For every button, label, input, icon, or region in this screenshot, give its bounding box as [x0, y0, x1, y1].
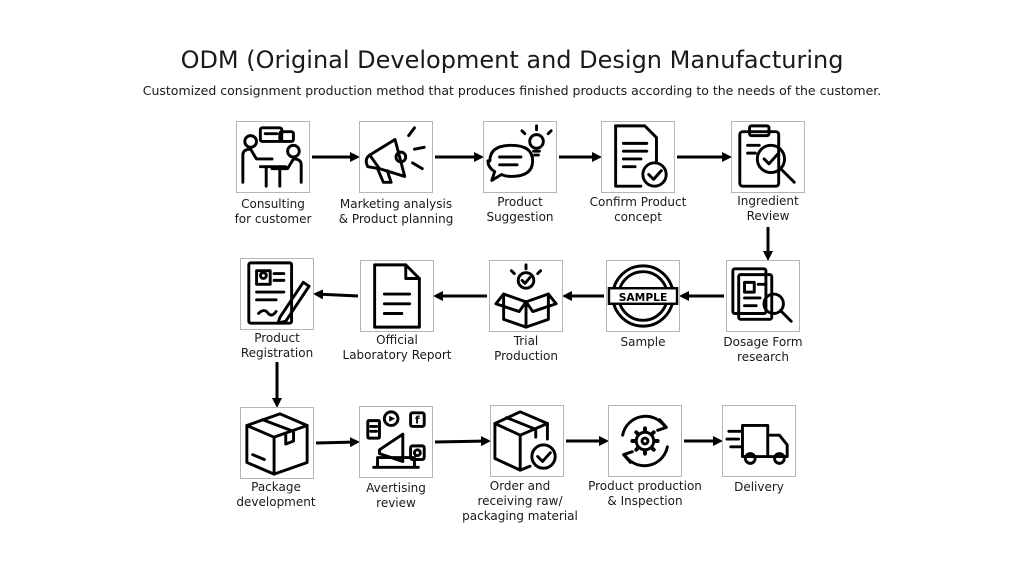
step-trial-box — [489, 260, 563, 332]
document-check-icon — [614, 124, 668, 188]
gear-cycle-icon — [621, 414, 669, 468]
step-sample-box: SAMPLE — [606, 260, 680, 332]
box-check-icon — [493, 410, 557, 472]
social-f-icon: f — [415, 414, 420, 427]
step-production-label: Product production& Inspection — [588, 479, 702, 508]
step-registration-box — [240, 258, 314, 330]
open-box-icon — [494, 263, 558, 329]
package-box-icon — [245, 412, 309, 476]
advertising-laptop-icon: f — [366, 410, 426, 469]
registration-form-icon — [247, 261, 311, 325]
flow-arrow-lab-report-to-registration — [313, 289, 359, 300]
step-marketing-label: Marketing analysis& Product planning — [338, 197, 454, 226]
megaphone-icon — [364, 126, 426, 184]
step-delivery-label: Delivery — [734, 480, 784, 494]
idea-bubble-icon — [486, 124, 553, 182]
step-advertising-box: f — [359, 406, 433, 478]
documents-magnifier-icon — [731, 267, 793, 323]
step-production-box — [608, 405, 682, 477]
step-sample-label: Sample — [620, 335, 666, 349]
consulting-icon — [241, 126, 303, 188]
page-title: ODM (Original Development and Design Man… — [180, 46, 844, 74]
stamp-text: SAMPLE — [619, 291, 668, 304]
sample-stamp-icon: SAMPLE — [607, 264, 679, 328]
step-ingredient-box — [731, 121, 805, 193]
step-order-box — [490, 405, 564, 477]
step-package-box — [240, 407, 314, 479]
step-lab-report-box — [360, 260, 434, 332]
step-suggestion-box — [483, 121, 557, 193]
flow-arrow-advertising-to-order — [434, 436, 491, 447]
step-marketing-box — [359, 121, 433, 193]
step-delivery-box — [722, 405, 796, 477]
document-icon — [373, 263, 421, 329]
step-dosage-box — [726, 260, 800, 332]
clipboard-search-icon — [738, 124, 796, 188]
page-subtitle: Customized consignment production method… — [142, 83, 882, 98]
flow-arrow-package-to-advertising — [315, 437, 360, 448]
step-confirm-box — [601, 121, 675, 193]
delivery-truck-icon — [725, 423, 789, 465]
step-consulting-box — [236, 121, 310, 193]
